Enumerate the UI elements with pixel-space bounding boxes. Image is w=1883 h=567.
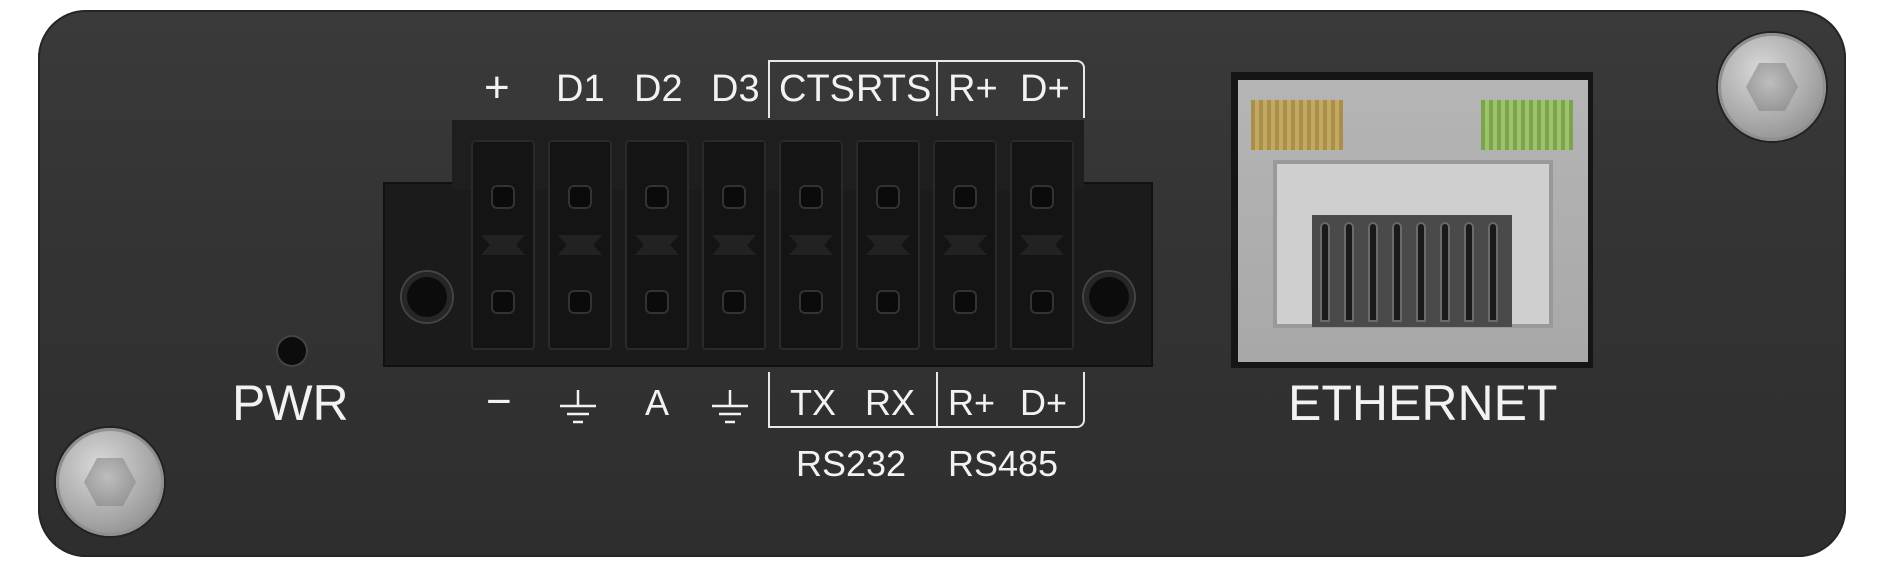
ethernet-contact-4 (1392, 222, 1402, 322)
ethernet-led-green (1481, 100, 1573, 150)
terminal-label-d2: D2 (634, 68, 683, 110)
terminal-pin-1[interactable] (471, 140, 535, 350)
rs232-label: RS232 (796, 443, 907, 484)
ethernet-port-cavity (1312, 215, 1512, 327)
screw-bottom-left (56, 428, 164, 536)
rs485-label: RS485 (948, 443, 1059, 484)
terminal-mount-right (1084, 272, 1134, 322)
terminal-label-plus: + (484, 63, 510, 112)
pwr-label: PWR (232, 375, 349, 431)
terminal-mount-left (402, 272, 452, 322)
terminal-label-d-plus-bottom: D+ (1020, 382, 1068, 423)
ethernet-led-yellow (1251, 100, 1343, 150)
power-led-indicator (278, 337, 306, 365)
terminal-label-d3: D3 (711, 68, 760, 110)
terminal-label-rts: RTS (856, 68, 932, 110)
terminal-pin-6[interactable] (856, 140, 920, 350)
ethernet-contact-8 (1488, 222, 1498, 322)
terminal-label-r-plus-bottom: R+ (948, 382, 996, 423)
terminal-pin-7[interactable] (933, 140, 997, 350)
terminal-label-d1: D1 (556, 68, 605, 110)
hex-socket-icon (1746, 63, 1798, 111)
terminal-label-minus: − (486, 377, 512, 426)
ground-icon (712, 390, 748, 424)
bracket-top-divider (936, 60, 938, 116)
terminal-pin-4[interactable] (702, 140, 766, 350)
bracket-bottom-divider (936, 372, 938, 426)
ethernet-contact-7 (1464, 222, 1474, 322)
ethernet-label: ETHERNET (1288, 375, 1558, 431)
terminal-label-rx: RX (865, 382, 916, 423)
terminal-label-d-plus-top: D+ (1020, 68, 1070, 110)
terminal-label-tx: TX (790, 382, 837, 423)
bracket-bottom-rs232 (768, 372, 938, 428)
ethernet-contact-1 (1320, 222, 1330, 322)
terminal-pin-8[interactable] (1010, 140, 1074, 350)
ethernet-contact-5 (1416, 222, 1426, 322)
ethernet-contact-3 (1368, 222, 1378, 322)
hex-socket-icon (84, 458, 136, 506)
terminal-label-a: A (645, 382, 670, 423)
ethernet-contact-6 (1440, 222, 1450, 322)
bracket-top-rs485 (936, 60, 1085, 118)
terminal-pin-2[interactable] (548, 140, 612, 350)
terminal-pin-5[interactable] (779, 140, 843, 350)
terminal-label-r-plus-top: R+ (948, 68, 998, 110)
bracket-bottom-rs485 (936, 372, 1085, 428)
bracket-top-rs232 (768, 60, 938, 118)
terminal-label-cts: CTS (779, 68, 855, 110)
screw-top-right (1718, 33, 1826, 141)
terminal-pin-3[interactable] (625, 140, 689, 350)
ethernet-contact-2 (1344, 222, 1354, 322)
ground-icon (560, 390, 596, 424)
